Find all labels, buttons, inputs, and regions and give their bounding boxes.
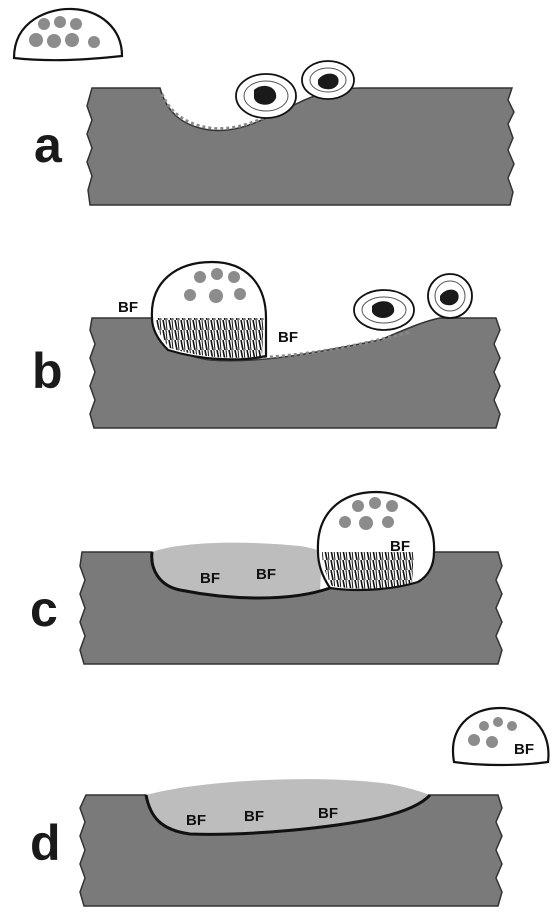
- panel-a: a: [14, 9, 514, 205]
- panel-letter-a: a: [34, 117, 63, 173]
- nucleus: [486, 736, 498, 748]
- nucleus: [386, 500, 398, 512]
- nucleus: [369, 497, 381, 509]
- nucleus: [38, 18, 50, 30]
- panel-letter-c: c: [30, 581, 58, 637]
- bf-label: BF: [318, 805, 338, 822]
- nucleus: [211, 268, 223, 280]
- nucleus: [209, 289, 223, 303]
- osteoclast-resorbing: [318, 492, 434, 590]
- bf-label: BF: [256, 566, 276, 583]
- nucleus: [70, 18, 82, 30]
- nucleus: [468, 734, 480, 746]
- bone-block: [87, 88, 514, 205]
- nucleus: [352, 500, 364, 512]
- nucleus: [359, 516, 373, 530]
- mononuclear-cell: [236, 74, 296, 118]
- mononuclear-cell: [354, 290, 414, 330]
- bf-label: BF: [390, 538, 410, 555]
- nucleus: [47, 34, 61, 48]
- panel-letter-b: b: [32, 343, 63, 399]
- nucleus: [339, 516, 351, 528]
- osteoclast-detached: [14, 9, 122, 60]
- nucleus: [372, 301, 394, 318]
- nucleus: [65, 33, 79, 47]
- bf-label: BF: [118, 299, 138, 316]
- bf-label: BF: [244, 808, 264, 825]
- nucleus: [54, 16, 66, 28]
- bf-label: BF: [514, 741, 534, 758]
- osteoclast-body: [453, 708, 548, 765]
- mononuclear-cell: [428, 274, 472, 318]
- bf-label: BF: [186, 812, 206, 829]
- nucleus: [382, 516, 394, 528]
- osteoclast-detached: [453, 708, 548, 765]
- nucleus: [507, 721, 517, 731]
- nucleus: [493, 717, 503, 727]
- bf-label: BF: [200, 570, 220, 587]
- nucleus: [194, 271, 206, 283]
- nucleus: [234, 288, 246, 300]
- nucleus: [29, 33, 43, 47]
- panel-letter-d: d: [30, 815, 61, 871]
- ruffled-border: [322, 552, 414, 589]
- osteoclast-resorbing: [152, 262, 266, 359]
- panel-c: BF BF BF c: [30, 492, 502, 664]
- nucleus: [184, 289, 196, 301]
- panel-d: BF BF BF BF d: [30, 708, 548, 906]
- bf-label: BF: [278, 329, 298, 346]
- nucleus: [228, 271, 240, 283]
- nucleus: [479, 721, 489, 731]
- panel-b: BF BF b: [32, 262, 500, 428]
- nucleus: [88, 36, 100, 48]
- mononuclear-cell: [302, 61, 354, 99]
